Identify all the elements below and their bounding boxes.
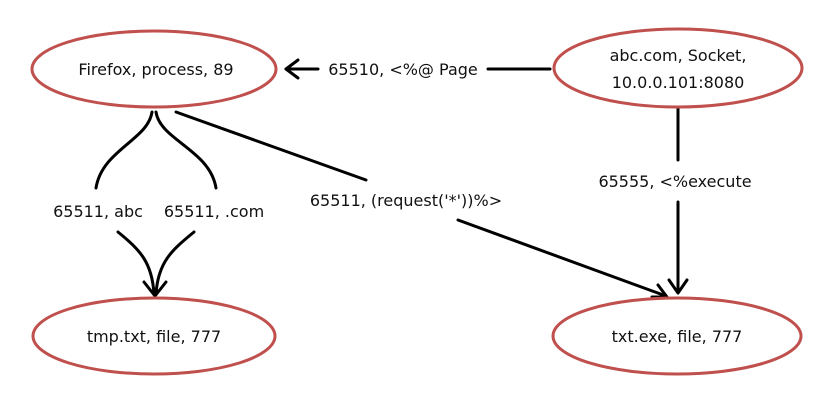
edge-firefox-to-txtexe-line-top: [174, 110, 368, 182]
node-tmp[interactable]: tmp.txt, file, 777: [31, 296, 277, 376]
node-txtexe-ellipse: [551, 296, 803, 376]
edge-firefox-to-tmp-brace-left: [94, 110, 154, 190]
edge-firefox-to-tmp-brace-right: [154, 110, 218, 190]
edge-socket-to-txtexe-arrowhead: [667, 278, 689, 295]
node-socket[interactable]: abc.com, Socket, 10.0.0.101:8080: [552, 27, 804, 109]
edge-firefox-to-tmp-arrowhead: [142, 280, 168, 298]
node-txtexe[interactable]: txt.exe, file, 777: [551, 296, 803, 376]
edge-label-socket-to-firefox: 65510, <%@ Page: [328, 60, 478, 79]
edge-label-firefox-to-txtexe: 65511, (request('*'))%>: [310, 191, 502, 210]
node-firefox-ellipse: [30, 29, 278, 109]
edges: [94, 58, 689, 299]
node-tmp-label: tmp.txt, file, 777: [87, 327, 221, 346]
node-firefox[interactable]: Firefox, process, 89: [30, 29, 278, 109]
node-socket-ellipse: [552, 27, 804, 109]
edge-firefox-to-tmp-merge-right: [154, 230, 196, 296]
edge-label-firefox-to-tmp-b: 65511, .com: [164, 202, 264, 221]
edge-firefox-to-txtexe-line-bottom: [456, 218, 668, 298]
node-socket-label-line1: abc.com, Socket,: [610, 46, 747, 65]
node-socket-label-line2: 10.0.0.101:8080: [612, 73, 745, 92]
node-tmp-ellipse: [31, 296, 277, 376]
edge-labels: 65510, <%@ Page 65511, abc 65511, .com 6…: [53, 60, 751, 221]
edge-label-firefox-to-tmp-a: 65511, abc: [53, 202, 143, 221]
edge-firefox-to-tmp-merge-left: [116, 230, 156, 296]
edge-label-socket-to-txtexe: 65555, <%execute: [598, 172, 751, 191]
node-firefox-label: Firefox, process, 89: [78, 60, 233, 79]
edge-socket-to-firefox-arrowhead: [284, 58, 300, 80]
node-txtexe-label: txt.exe, file, 777: [612, 327, 743, 346]
